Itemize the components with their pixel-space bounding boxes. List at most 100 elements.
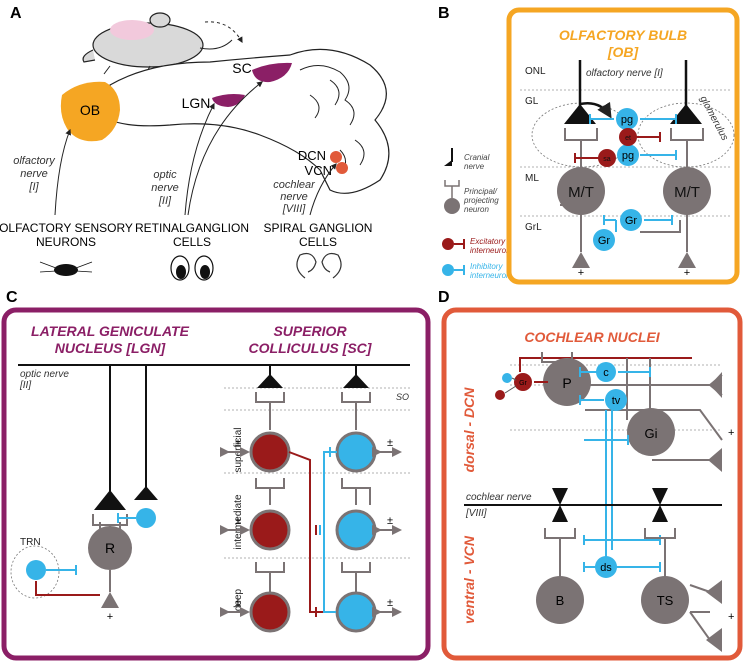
layer-ml: ML	[525, 173, 539, 184]
ob-nerve-terminal-left	[564, 60, 612, 124]
eyes-icon	[170, 255, 214, 281]
dcn-output-2	[708, 448, 722, 472]
vcn-output-2	[706, 628, 722, 652]
r-label: R	[105, 540, 115, 556]
dcn-region	[330, 151, 342, 163]
panel-b-frame	[506, 7, 740, 285]
optic-nerve-arrow-sc	[187, 81, 263, 216]
gr-inhibitory-input	[502, 373, 512, 383]
trn-boundary	[10, 545, 60, 599]
optic-nerve-c-1: optic nerve	[20, 369, 69, 380]
optic-nerve-arrow-lgn	[184, 102, 215, 216]
trn-label: TRN	[20, 537, 41, 548]
legend: Cranial nerve Principal/ projecting neur…	[442, 148, 511, 280]
olfactory-nerve-label-3: [I]	[28, 181, 39, 193]
nose-icon	[39, 261, 93, 276]
lgn-nerve-terminal	[94, 490, 126, 510]
panel-d: COCHLEAR NUCLEI dorsal - DCN ventral - V…	[441, 307, 743, 661]
cochlear-nerve-d-1: cochlear nerve	[466, 492, 532, 503]
r-cell	[88, 526, 132, 570]
sc-excitatory-projection	[288, 451, 330, 613]
gi-label: Gi	[645, 426, 658, 441]
olfactory-nerve-label-2: nerve	[20, 168, 48, 180]
mt-axon-left	[572, 252, 590, 268]
b-cell	[536, 576, 584, 624]
cochlear-nerve-label-2: nerve	[280, 191, 308, 203]
legend-cranial-icon	[444, 148, 453, 166]
panel-c-frame	[1, 307, 431, 661]
panel-letter-d: D	[438, 289, 450, 306]
panel-a: OB SC LGN DCN VCN olfactory nerve [I] op…	[0, 12, 390, 281]
layer-gl: GL	[525, 96, 539, 107]
mt-cell-right	[663, 167, 711, 215]
lgn-region	[212, 94, 245, 107]
legend-cranial-1: Cranial	[464, 153, 490, 162]
sc-cell-deep-excitatory	[249, 591, 291, 633]
optic-nerve-label-1: optic	[153, 169, 177, 181]
ts-cell	[641, 576, 689, 624]
retinal-cells-label-2: CELLS	[173, 235, 211, 249]
mt-cell-left	[557, 167, 605, 215]
legend-inhibitory-icon	[442, 264, 465, 276]
legend-cranial-2: nerve	[464, 162, 485, 171]
pg-label-top: pg	[621, 114, 633, 126]
legend-inhibitory-2: interneuron	[470, 271, 511, 280]
legend-excitatory-icon	[442, 238, 465, 250]
panel-letter-c: C	[6, 289, 18, 306]
ob-title-1: OLFACTORY BULB	[559, 27, 687, 43]
legend-principal-3: neuron	[464, 205, 489, 214]
cn-title: COCHLEAR NUCLEI	[524, 329, 660, 345]
retinal-cells-label-1: RETINALGANGLION	[135, 221, 249, 235]
glomerulus-right	[637, 102, 735, 168]
ds-cell	[595, 556, 617, 578]
c-label: c	[603, 367, 609, 379]
ob-olfactory-nerve-label: olfactory nerve [I]	[586, 68, 663, 79]
panel-b: OLFACTORY BULB [OB] ONL GL ML GrL olfact…	[506, 7, 740, 285]
tv-cell	[605, 389, 627, 411]
optic-nerve-c-2: [II]	[19, 380, 31, 391]
ears-icon	[296, 252, 342, 279]
mt-label-left: M/T	[568, 184, 594, 201]
tv-label: tv	[612, 395, 621, 407]
sc-cell-deep-inhibitory	[335, 591, 377, 633]
ob-region	[60, 81, 120, 142]
et-label: et	[625, 135, 631, 142]
trn-collateral	[35, 581, 100, 596]
mt-label-right: M/T	[674, 184, 700, 201]
pg-cell-bottom	[617, 144, 639, 166]
lgn-title-1: LATERAL GENICULATE	[31, 323, 190, 339]
legend-principal-1: Principal/	[464, 187, 498, 196]
legend-excitatory-2: interneuron	[470, 246, 511, 255]
layer-onl: ONL	[525, 66, 546, 77]
sa-cell	[598, 149, 616, 167]
olfactory-nerve-label-1: olfactory	[13, 155, 56, 167]
ob-nerve-terminal-right	[670, 60, 702, 124]
ds-label: ds	[600, 562, 612, 574]
gr-label-d: Gr	[519, 380, 527, 387]
legend-principal-icon	[444, 180, 460, 214]
mt-plus-left: +	[578, 267, 584, 279]
ob-collateral	[640, 220, 681, 233]
vcn-plus: +	[728, 611, 734, 623]
pm-2: ±	[387, 437, 393, 449]
ob-title-2: [OB]	[607, 44, 640, 60]
lgn-label: LGN	[182, 95, 211, 111]
sc-region	[252, 62, 292, 83]
layer-grl: GrL	[525, 222, 542, 233]
r-axon	[101, 592, 119, 608]
r-plus: +	[107, 611, 113, 623]
legend-inhibitory-1: Inhibitory	[470, 262, 503, 271]
olfactory-neurons-label-1: OLFACTORY SENSORY	[0, 221, 133, 235]
spiral-cells-label-2: CELLS	[299, 235, 337, 249]
olfactory-neurons-label-2: NEURONS	[36, 235, 96, 249]
trn-cell	[26, 560, 46, 580]
sc-cell-intermediate-inhibitory	[335, 509, 377, 551]
sc-title-1: SUPERIOR	[273, 323, 347, 339]
vcn-nerve-terminal-right	[652, 488, 668, 522]
lgn-title-2: NUCLEUS [LGN]	[55, 340, 167, 356]
legend-excitatory-1: Excitatory	[470, 237, 506, 246]
c-cell	[596, 362, 616, 382]
pm-4: ±	[387, 515, 393, 527]
dcn-output-1	[710, 372, 722, 398]
dcn-parallel-fiber	[519, 357, 692, 372]
